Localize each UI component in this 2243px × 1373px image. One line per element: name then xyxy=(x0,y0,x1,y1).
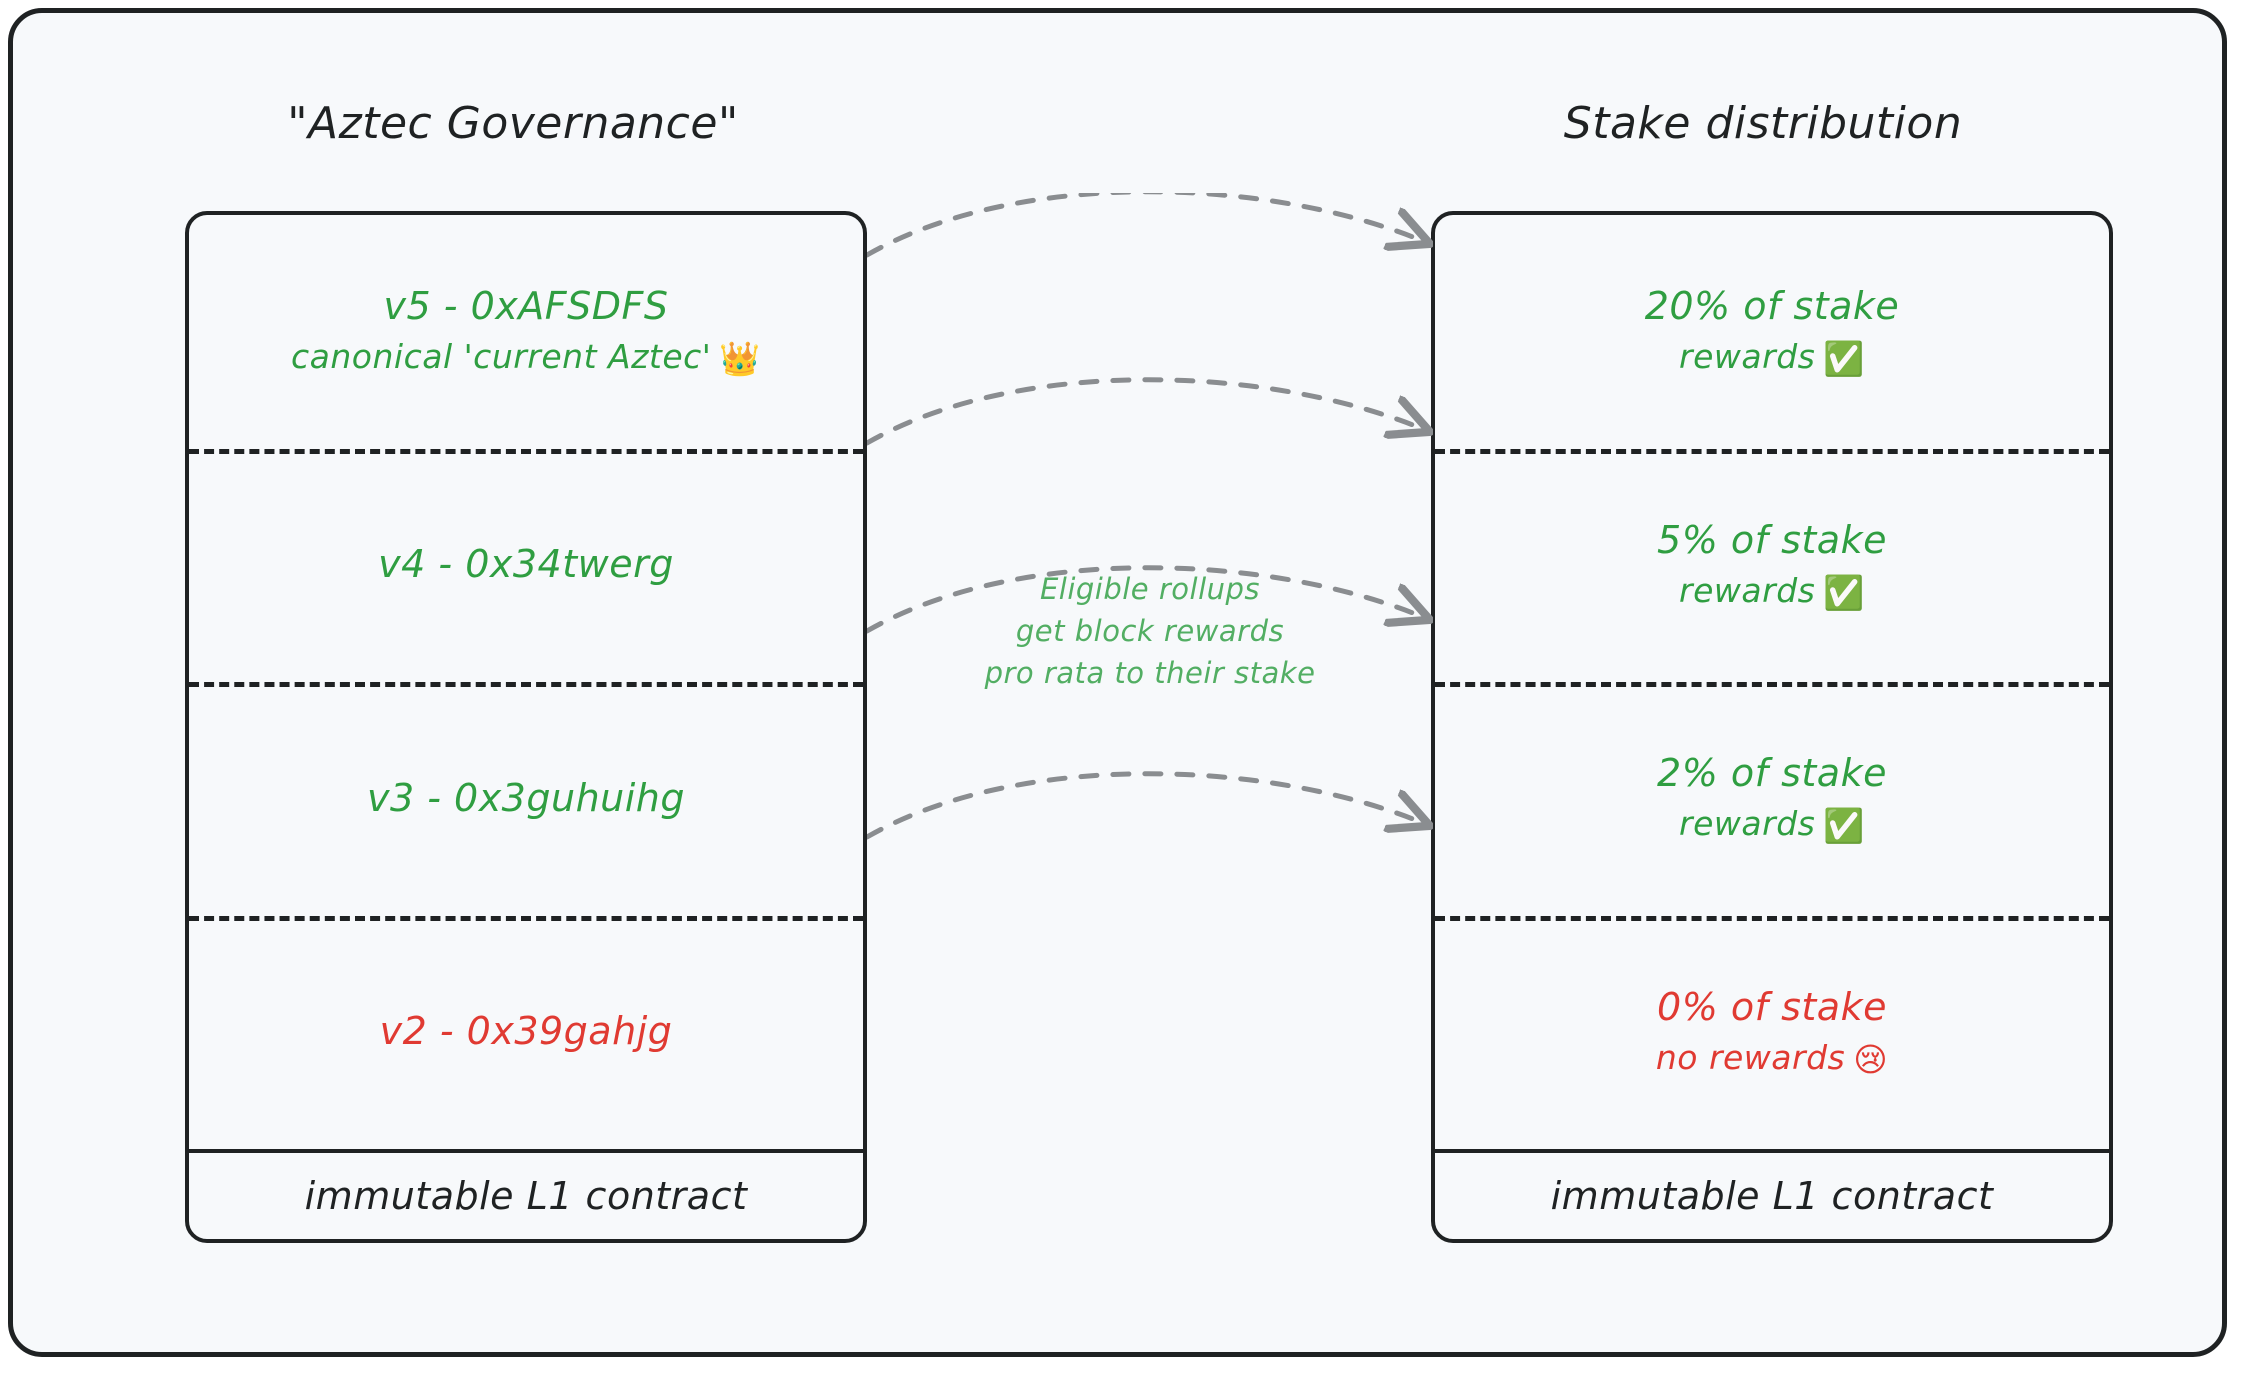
stake-distribution-panel: 20% of stake rewards✅ 5% of stake reward… xyxy=(1431,211,2113,1243)
stake-row-5[interactable]: 5% of stake rewards✅ xyxy=(1435,448,2109,683)
stake-percentage: 2% of stake xyxy=(1657,751,1887,796)
stake-row-20[interactable]: 20% of stake rewards✅ xyxy=(1435,215,2109,449)
check-mark-button-emoji: ✅ xyxy=(1823,572,1865,612)
flow-note-line-3: pro rata to their stake xyxy=(984,656,1316,691)
rewards-status-text: rewards xyxy=(1679,570,1816,610)
version-description: canonical 'current Aztec'👑 xyxy=(291,334,761,383)
version-address: v4 - 0x34twerg xyxy=(378,542,674,587)
right-panel-footer-label: immutable L1 contract xyxy=(1435,1149,2109,1239)
stake-percentage: 5% of stake xyxy=(1657,517,1887,562)
version-address: v3 - 0x3guhuihg xyxy=(366,775,685,820)
arrow-v5-to-20 xyxy=(867,193,1423,258)
rewards-status: rewards✅ xyxy=(1679,801,1865,850)
crown-emoji: 👑 xyxy=(719,339,761,379)
left-panel-title: "Aztec Governance" xyxy=(287,98,739,149)
stake-row-2[interactable]: 2% of stake rewards✅ xyxy=(1435,682,2109,916)
left-panel-footer-label: immutable L1 contract xyxy=(189,1149,863,1239)
rewards-status-text: no rewards xyxy=(1655,1037,1846,1077)
check-mark-button-emoji: ✅ xyxy=(1823,806,1865,846)
governance-version-list: v5 - 0xAFSDFS canonical 'current Aztec'👑… xyxy=(189,215,863,1149)
flow-arrows-group xyxy=(867,193,1433,1093)
governance-row-v4[interactable]: v4 - 0x34twerg xyxy=(189,448,863,683)
stake-row-0[interactable]: 0% of stake no rewards😢 xyxy=(1435,915,2109,1150)
governance-row-v3[interactable]: v3 - 0x3guhuihg xyxy=(189,682,863,916)
version-address: v5 - 0xAFSDFS xyxy=(383,284,669,329)
flow-explanation-note: Eligible rollups get block rewards pro r… xyxy=(867,568,1433,694)
check-mark-button-emoji: ✅ xyxy=(1823,339,1865,379)
arrow-v2-to-0 xyxy=(867,771,1423,840)
rewards-status: rewards✅ xyxy=(1679,568,1865,617)
right-panel-title: Stake distribution xyxy=(1563,98,1963,149)
stake-distribution-list: 20% of stake rewards✅ 5% of stake reward… xyxy=(1435,215,2109,1149)
version-description-text: canonical 'current Aztec' xyxy=(291,337,712,377)
arrow-v3-to-2 xyxy=(867,565,1423,634)
rewards-status: no rewards😢 xyxy=(1656,1035,1888,1084)
crying-face-emoji: 😢 xyxy=(1853,1039,1889,1079)
stake-percentage: 20% of stake xyxy=(1644,284,1900,329)
version-address: v2 - 0x39gahjg xyxy=(379,1009,673,1054)
stake-percentage: 0% of stake xyxy=(1657,984,1887,1029)
governance-row-v2[interactable]: v2 - 0x39gahjg xyxy=(189,915,863,1150)
aztec-governance-panel: v5 - 0xAFSDFS canonical 'current Aztec'👑… xyxy=(185,211,867,1243)
arrow-v4-to-5 xyxy=(867,377,1423,446)
rewards-status-text: rewards xyxy=(1679,337,1816,377)
rewards-status-text: rewards xyxy=(1679,804,1816,844)
flow-note-line-2: get block rewards xyxy=(1015,614,1285,649)
governance-row-v5[interactable]: v5 - 0xAFSDFS canonical 'current Aztec'👑 xyxy=(189,215,863,449)
flow-note-line-1: Eligible rollups xyxy=(1039,572,1261,606)
rewards-status: rewards✅ xyxy=(1679,334,1865,383)
diagram-canvas: "Aztec Governance" Stake distribution v5… xyxy=(8,8,2227,1357)
